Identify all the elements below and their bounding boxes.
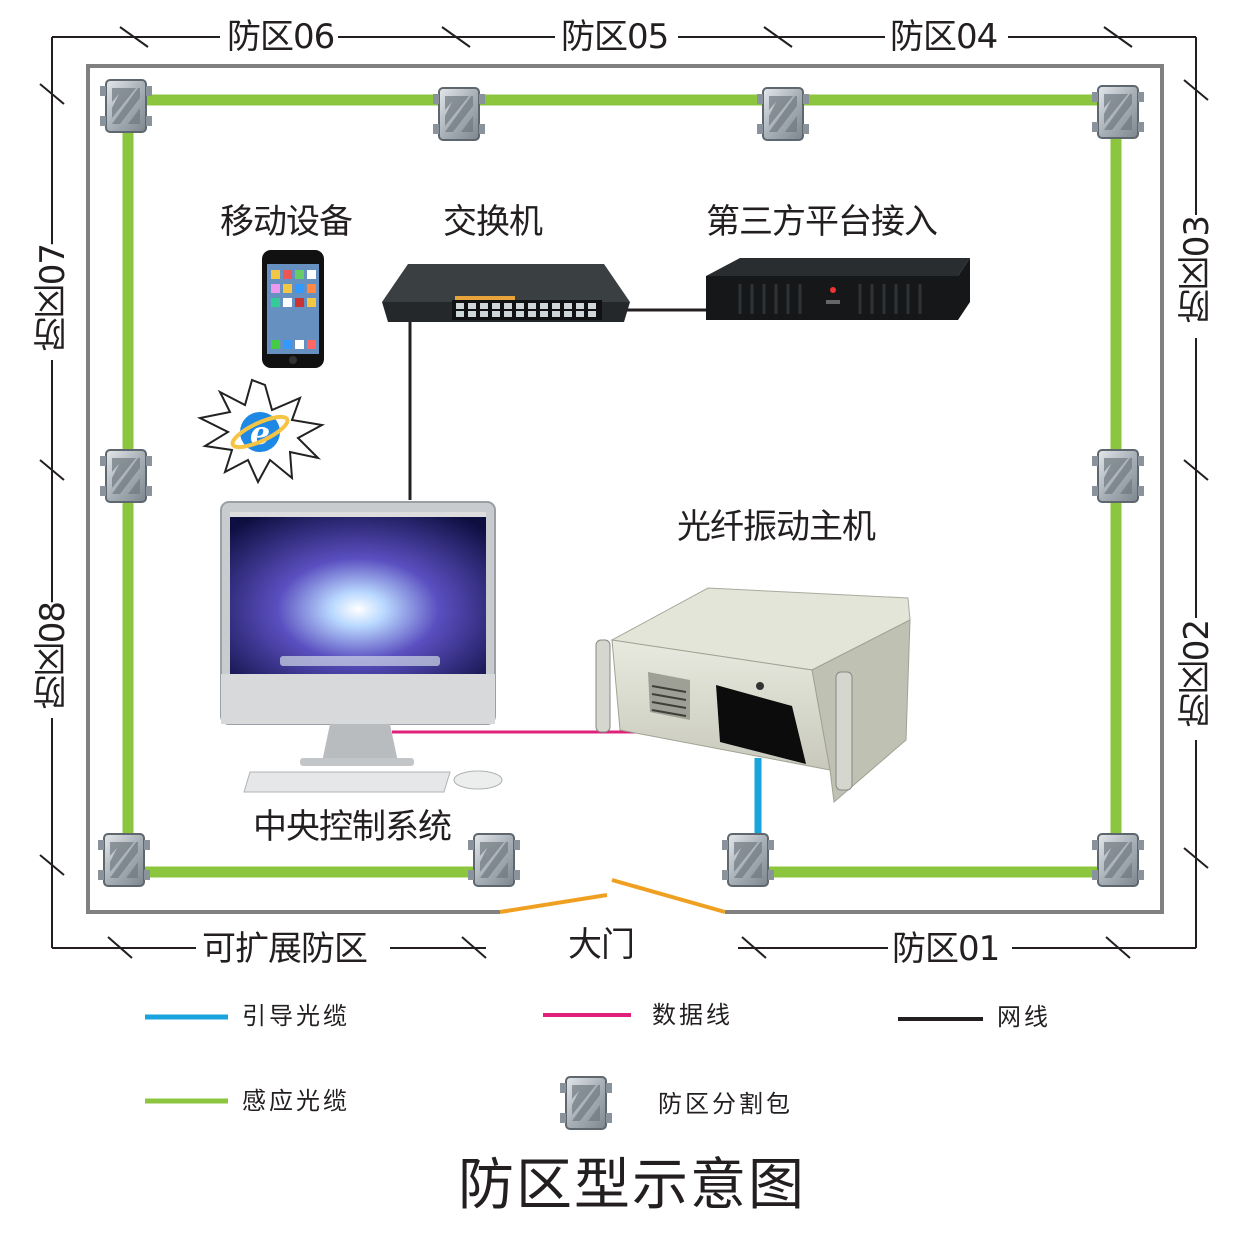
zone-04-label: 防区04: [886, 20, 1001, 54]
splitter-box: [433, 88, 485, 140]
splitter-box: [1092, 834, 1144, 886]
outer-dimension-lines: [40, 27, 1208, 958]
splitter-box: [757, 88, 809, 140]
control-system-label: 中央控制系统: [253, 810, 451, 844]
splitter-box: [100, 80, 152, 132]
zone-08-label: 防区08: [32, 602, 74, 709]
legend-splitter-box: [560, 1077, 612, 1129]
zone-02-label: 防区02: [1176, 620, 1218, 727]
diagram-title: 防区型示意图: [458, 1158, 806, 1214]
third-party-label: 第三方平台接入: [706, 205, 937, 239]
network-lines: [410, 310, 708, 500]
internet-icon: e: [200, 380, 322, 482]
host-label: 光纤振动主机: [677, 510, 875, 544]
legend-data-line: 数据线: [652, 1003, 733, 1027]
central-control-computer: [221, 502, 502, 792]
splitter-box: [100, 450, 152, 502]
zone-01-label: 防区01: [888, 932, 1003, 966]
zone-07-label: 防区07: [32, 244, 74, 351]
mobile-device-label: 移动设备: [220, 205, 352, 239]
legend-guide-cable: 引导光缆: [242, 1004, 350, 1028]
splitter-box: [98, 834, 150, 886]
splitter-boxes: [98, 80, 1144, 886]
zone-05-label: 防区05: [557, 20, 672, 54]
gate: [500, 880, 725, 912]
gate-label: 大门: [568, 928, 634, 962]
legend-splitter-box-label: 防区分割包: [658, 1092, 793, 1116]
zone-06-label: 防区06: [223, 20, 338, 54]
switch-label: 交换机: [443, 205, 542, 239]
mobile-device: [262, 250, 324, 368]
legend-network-line: 网线: [997, 1005, 1051, 1029]
zone-03-label: 防区03: [1176, 216, 1218, 323]
fiber-vibration-host: [596, 588, 910, 802]
splitter-box: [722, 834, 774, 886]
splitter-box: [1092, 86, 1144, 138]
third-party-device: [706, 258, 970, 320]
expandable-zone-label: 可扩展防区: [198, 932, 371, 966]
legend-sensing-cable: 感应光缆: [242, 1089, 350, 1113]
splitter-box: [468, 834, 520, 886]
network-switch: [382, 264, 630, 322]
splitter-box: [1092, 450, 1144, 502]
